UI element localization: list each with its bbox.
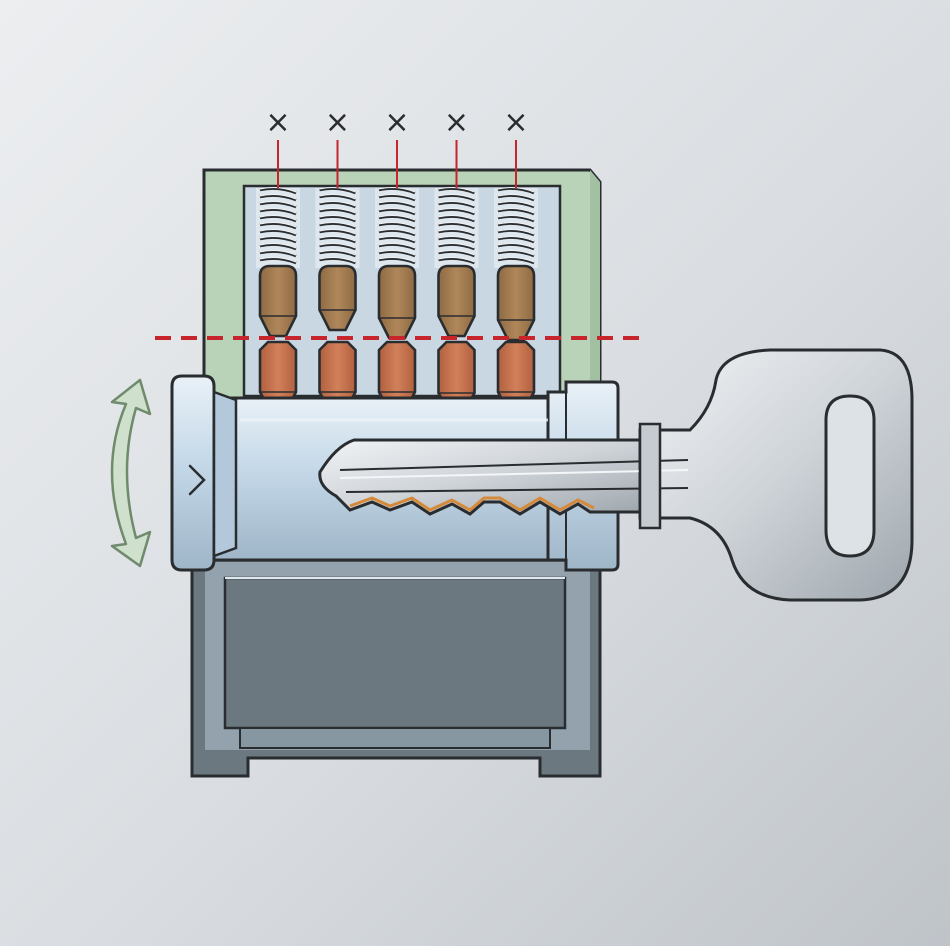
double-headed-curved-arrow-icon <box>110 378 152 568</box>
pin-marker-glyph: × <box>325 105 350 140</box>
spring <box>497 187 535 265</box>
driver-pin <box>377 264 417 340</box>
pin-marker-glyph: × <box>384 105 409 140</box>
pin-marker-glyph: × <box>265 105 290 140</box>
spring <box>438 187 475 265</box>
pin-markers: × × × × × <box>265 105 529 188</box>
spring <box>259 187 297 265</box>
driver-pin <box>258 264 298 338</box>
pin-stack <box>494 187 538 412</box>
pin-marker-glyph: × <box>444 105 469 140</box>
driver-pin <box>318 264 357 332</box>
pin-stacks <box>256 187 538 413</box>
pin-stack <box>315 187 360 412</box>
caret-mark-icon <box>188 464 206 496</box>
driver-pin <box>437 264 476 338</box>
pin-marker-glyph: × <box>503 105 528 140</box>
key <box>318 348 914 602</box>
key-bow-hole <box>824 394 876 558</box>
driver-pin <box>496 264 536 342</box>
spring <box>378 187 416 265</box>
pin-stack <box>375 187 419 412</box>
lower-housing <box>190 558 602 778</box>
pin-stack <box>256 187 300 412</box>
pin-stack <box>434 187 479 413</box>
plug-face <box>170 374 216 572</box>
